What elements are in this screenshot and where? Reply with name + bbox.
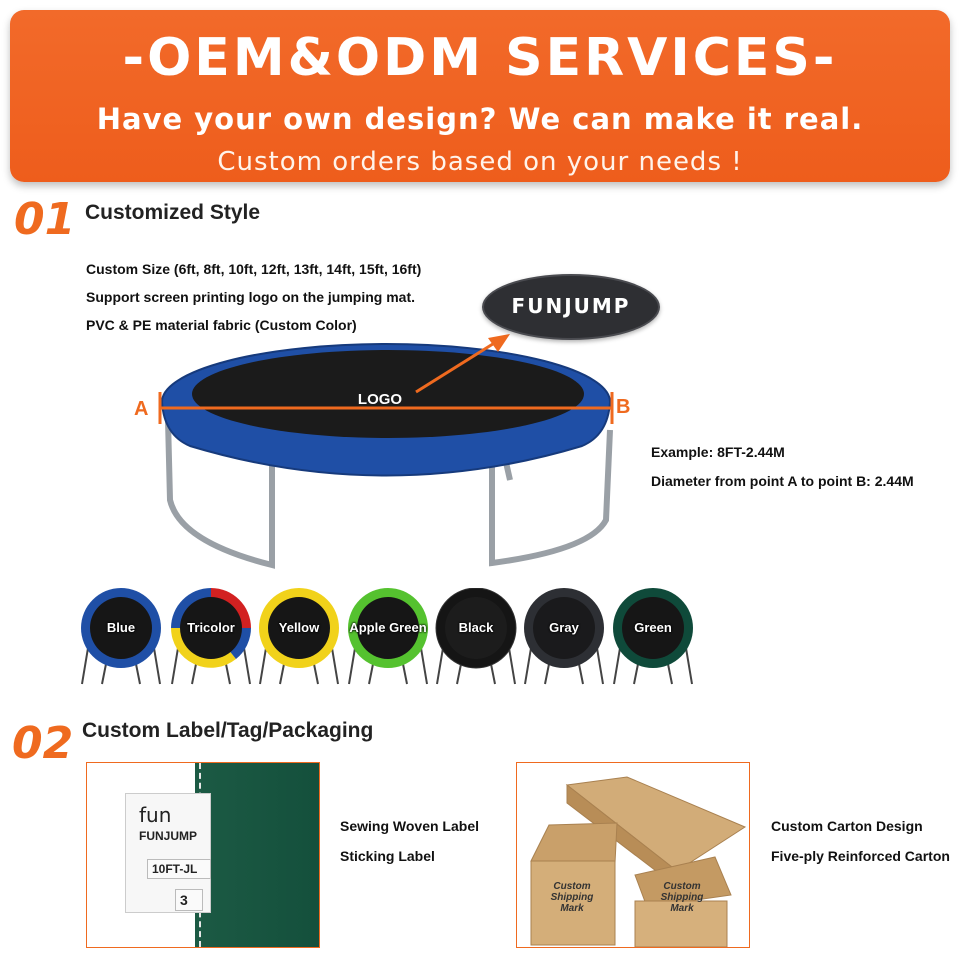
size-example: Example: 8FT-2.44M: [651, 444, 785, 460]
color-swatch-apple-green: Apple Green: [345, 588, 431, 688]
brand-logo-text: FUNJUMP: [511, 294, 631, 318]
point-a-label: A: [134, 398, 149, 420]
color-label-gray: Gray: [549, 620, 579, 635]
color-swatch-blue: Blue: [78, 588, 164, 688]
diameter-note: Diameter from point A to point B: 2.44M: [651, 473, 914, 489]
section-2-number: 02: [12, 718, 74, 769]
feature-material: PVC & PE material fabric (Custom Color): [86, 317, 357, 333]
tag-brand-name: FUNJUMP: [139, 829, 198, 843]
carton-type-reinforced: Five-ply Reinforced Carton: [771, 848, 950, 864]
section-2-title: Custom Label/Tag/Packaging: [82, 719, 374, 742]
carton-type-design: Custom Carton Design: [771, 818, 923, 834]
color-label-green: Green: [634, 620, 672, 635]
tag-size: 10FT-JL: [147, 859, 211, 879]
section-1-number: 01: [14, 194, 76, 245]
label-type-woven: Sewing Woven Label: [340, 818, 479, 834]
color-label-black: Black: [458, 620, 494, 635]
oem-odm-banner: -OEM&ODM SERVICES- Have your own design?…: [10, 10, 950, 182]
feature-custom-size: Custom Size (6ft, 8ft, 10ft, 12ft, 13ft,…: [86, 261, 422, 277]
color-swatch-green: Green: [610, 588, 696, 688]
banner-tagline: Custom orders based on your needs !: [217, 147, 743, 177]
trampoline-mat: [192, 350, 584, 438]
logo-placeholder-text: LOGO: [358, 391, 402, 408]
shipping-mark-right: Custom Shipping Mark: [660, 881, 704, 914]
tag-brand-script: fun: [139, 803, 172, 827]
shipping-mark-left: Custom Shipping Mark: [550, 881, 594, 914]
banner-title: -OEM&ODM SERVICES-: [122, 28, 838, 88]
carton-photo: Custom Shipping Mark Custom Shipping Mar…: [516, 762, 750, 948]
carton-boxes: [530, 776, 747, 947]
color-label-apple-green: Apple Green: [349, 620, 427, 635]
color-label-blue: Blue: [106, 620, 136, 635]
color-swatch-gray: Gray: [521, 588, 607, 688]
color-swatch-black: Black: [433, 587, 519, 688]
color-swatch-yellow: Yellow: [256, 588, 342, 688]
tag-number: 3: [175, 889, 203, 911]
color-swatch-tricolor: Tricolor: [168, 588, 254, 688]
banner-subtitle: Have your own design? We can make it rea…: [96, 102, 864, 136]
woven-label-photo: fun FUNJUMP 10FT-JL 3: [86, 762, 320, 948]
feature-logo-printing: Support screen printing logo on the jump…: [86, 289, 415, 305]
point-b-label: B: [616, 396, 631, 418]
label-type-sticking: Sticking Label: [340, 848, 435, 864]
section-1-title: Customized Style: [85, 201, 261, 224]
trampoline-diagram: LOGO: [158, 334, 614, 569]
color-label-yellow: Yellow: [278, 620, 320, 635]
brand-logo: FUNJUMP: [482, 274, 660, 340]
color-label-tricolor: Tricolor: [187, 620, 235, 635]
